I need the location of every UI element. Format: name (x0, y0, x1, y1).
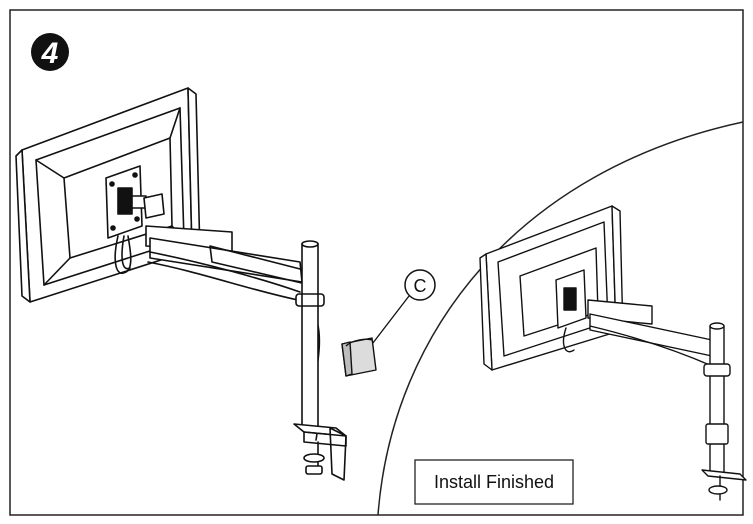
callout-circle (404, 269, 436, 301)
arm (143, 193, 307, 301)
finished-label-text: Install Finished (434, 472, 554, 492)
part-callout: C (341, 269, 436, 377)
callout-letter: C (414, 276, 427, 296)
finished-arm (587, 299, 713, 367)
cable-clip-part-icon (341, 337, 377, 377)
finished-monitor-arm-icon (479, 205, 747, 501)
finished-monitor (479, 205, 624, 371)
step-badge: 4 (31, 33, 69, 71)
monitor-arm-assembly-icon (15, 87, 347, 481)
finished-label: Install Finished (414, 459, 574, 505)
finished-label-box (414, 459, 574, 505)
step-badge-icon (31, 33, 69, 71)
finished-pole (701, 322, 747, 501)
pole (295, 240, 325, 429)
finished-vesa-plate (555, 269, 587, 329)
clamp (293, 423, 347, 481)
step-number: 4 (41, 37, 59, 70)
diagram-frame (9, 9, 744, 516)
vesa-plate (105, 165, 147, 239)
